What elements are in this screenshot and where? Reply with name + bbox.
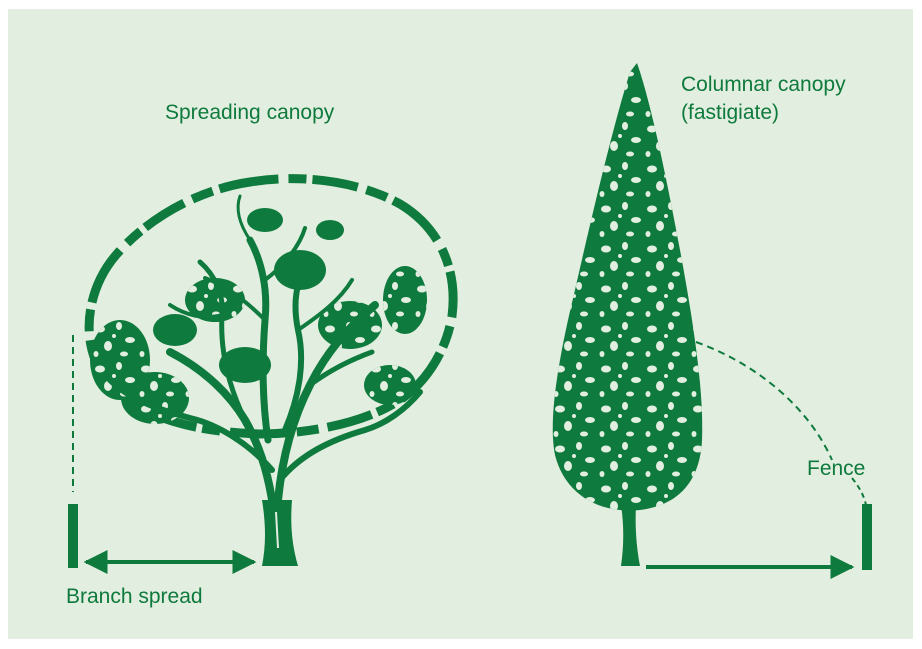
spreading-canopy-label: Spreading canopy [165,101,335,124]
fence-reference-arc-lower [851,477,867,506]
fence-label: Fence [807,457,866,480]
fastigiate-label: (fastigiate) [681,101,780,124]
columnar-tree-icon [552,63,703,566]
spread-post-icon [68,504,78,568]
fence-reference-arc [695,341,833,461]
fence-post-icon [862,504,872,570]
columnar-canopy-label: Columnar canopy [681,73,846,96]
branch-spread-label: Branch spread [66,585,203,608]
spreading-tree-icon [84,174,458,566]
